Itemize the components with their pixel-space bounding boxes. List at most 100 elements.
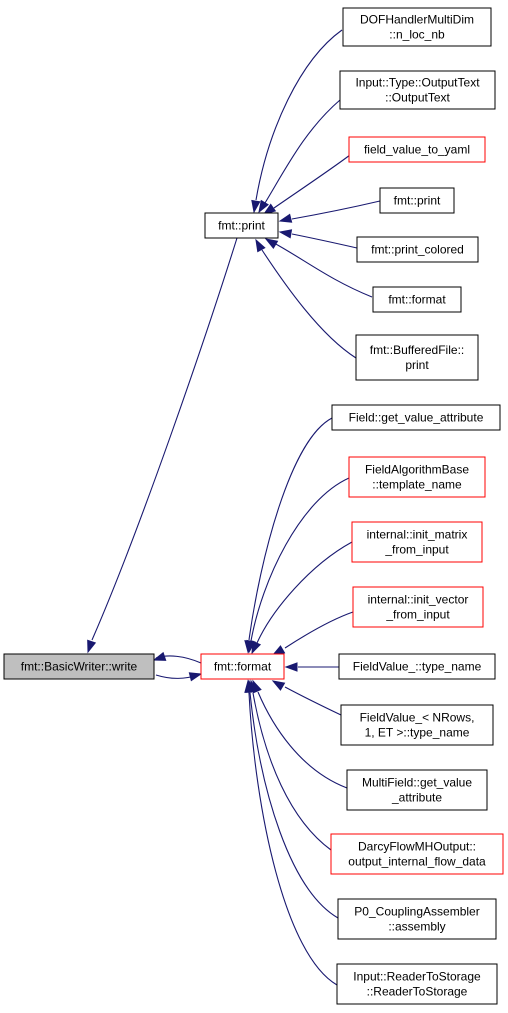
edge-arrowhead: [87, 639, 97, 654]
edge-arrowhead: [258, 199, 269, 214]
edge-yaml-to-print: [262, 154, 351, 215]
node-label-line: DarcyFlowMHOutput::: [358, 840, 476, 854]
node-label-line: 1, ET >::type_name: [365, 726, 470, 740]
node-format[interactable]: fmt::format: [200, 653, 285, 680]
node-pcolored[interactable]: fmt::print_colored: [356, 236, 479, 263]
edge-reader-to-format: [244, 679, 338, 986]
node-multifield[interactable]: MultiField::get_value_attribute: [346, 769, 488, 811]
edge-line: [273, 242, 373, 298]
node-label-line: ::OutputText: [385, 91, 450, 105]
node-dof[interactable]: DOFHandlerMultiDim::n_loc_nb: [342, 7, 492, 47]
edge-line: [264, 99, 341, 204]
node-fvnrows[interactable]: FieldValue_< NRows,1, ET >::type_name: [340, 704, 494, 746]
node-label-line: fmt::BufferedFile::: [370, 343, 464, 357]
node-initvector[interactable]: internal::init_vector_from_input: [352, 586, 484, 628]
edge-line: [284, 611, 354, 649]
node-box: [330, 833, 504, 875]
edge-print-to-write: [87, 237, 238, 654]
node-box: [379, 187, 455, 214]
node-label-line: DOFHandlerMultiDim: [360, 13, 474, 27]
edge-line: [249, 692, 339, 919]
edge-arrowhead: [188, 672, 203, 682]
node-yaml[interactable]: field_value_to_yaml: [348, 136, 486, 163]
node-print[interactable]: fmt::print: [204, 212, 279, 239]
edge-arrowhead: [278, 229, 293, 239]
edge-line: [273, 154, 351, 209]
edge-arrowhead: [278, 213, 293, 223]
node-algobase[interactable]: FieldAlgorithmBase::template_name: [348, 456, 486, 498]
node-label-line: ::assembly: [388, 920, 445, 934]
node-label-line: FieldValue_::type_name: [353, 660, 482, 674]
node-reader[interactable]: Input::ReaderToStorage::ReaderToStorage: [336, 963, 498, 1005]
edge-line: [248, 417, 333, 641]
edges: [87, 29, 381, 986]
node-label-line: _from_input: [384, 543, 449, 557]
edge-arrowhead: [264, 238, 279, 249]
edge-write-to-format: [155, 672, 203, 682]
node-box: [351, 521, 483, 563]
node-label-line: field_value_to_yaml: [364, 143, 470, 157]
edge-arrowhead: [262, 203, 277, 215]
node-label-line: fmt::print: [218, 219, 265, 233]
edge-line: [248, 692, 338, 986]
node-label-line: internal::init_matrix: [367, 528, 468, 542]
edge-line: [256, 541, 353, 644]
node-label-line: P0_CouplingAssembler: [354, 905, 479, 919]
node-box: [352, 586, 484, 628]
node-darcy[interactable]: DarcyFlowMHOutput::output_internal_flow_…: [330, 833, 504, 875]
node-label-line: fmt::BasicWriter::write: [21, 660, 138, 674]
node-label-line: fmt::print_colored: [371, 243, 464, 257]
node-fvtype[interactable]: FieldValue_::type_name: [338, 653, 496, 680]
node-label-line: MultiField::get_value: [362, 776, 472, 790]
node-label-line: FieldValue_< NRows,: [360, 711, 475, 725]
edge-fvnrows-to-format: [271, 680, 342, 716]
node-box: [204, 212, 279, 239]
node-box: [331, 404, 501, 431]
node-label-line: _from_input: [385, 608, 450, 622]
node-initmatrix[interactable]: internal::init_matrix_from_input: [351, 521, 483, 563]
node-label-line: Input::ReaderToStorage: [353, 970, 481, 984]
edge-arrowhead: [244, 679, 254, 693]
node-buffered[interactable]: fmt::BufferedFile::print: [355, 334, 479, 381]
node-fprint[interactable]: fmt::print: [379, 187, 455, 214]
node-getval[interactable]: Field::get_value_attribute: [331, 404, 501, 431]
node-label-line: fmt::print: [394, 194, 441, 208]
edge-arrowhead: [271, 680, 286, 691]
node-label-line: print: [405, 358, 429, 372]
node-box: [340, 704, 494, 746]
edge-outtext-to-print: [258, 99, 341, 214]
node-label-line: Input::Type::OutputText: [355, 76, 480, 90]
node-label-line: _attribute: [391, 791, 442, 805]
edge-buffered-to-print: [255, 238, 357, 359]
node-write[interactable]: fmt::BasicWriter::write: [3, 653, 155, 680]
edge-arrowhead: [284, 662, 298, 672]
node-box: [346, 769, 488, 811]
node-box: [372, 286, 462, 313]
node-box: [338, 653, 496, 680]
edge-fvtype-to-format: [284, 662, 339, 672]
edge-arrowhead: [255, 238, 266, 253]
edge-line: [257, 691, 348, 789]
edge-format-to-write: [152, 651, 202, 664]
edge-arrowhead: [251, 640, 262, 655]
edge-fprint-to-print: [278, 200, 381, 223]
node-box: [348, 456, 486, 498]
node-box: [342, 7, 492, 47]
edge-line: [250, 477, 350, 642]
node-outtext[interactable]: Input::Type::OutputText::OutputText: [339, 70, 496, 110]
edge-line: [252, 692, 332, 851]
node-box: [339, 70, 496, 110]
node-box: [337, 898, 497, 940]
node-label-line: fmt::format: [214, 660, 272, 674]
edge-fformat-to-print: [264, 238, 373, 298]
node-fformat[interactable]: fmt::format: [372, 286, 462, 313]
node-box: [355, 334, 479, 381]
edge-line: [255, 29, 343, 201]
edge-initvector-to-format: [271, 611, 354, 656]
node-p0[interactable]: P0_CouplingAssembler::assembly: [337, 898, 497, 940]
edge-arrowhead: [152, 651, 167, 661]
nodes: fmt::BasicWriter::write fmt::printfmt::fo…: [3, 7, 504, 1005]
node-box: [336, 963, 498, 1005]
node-label-line: FieldAlgorithmBase: [365, 463, 469, 477]
